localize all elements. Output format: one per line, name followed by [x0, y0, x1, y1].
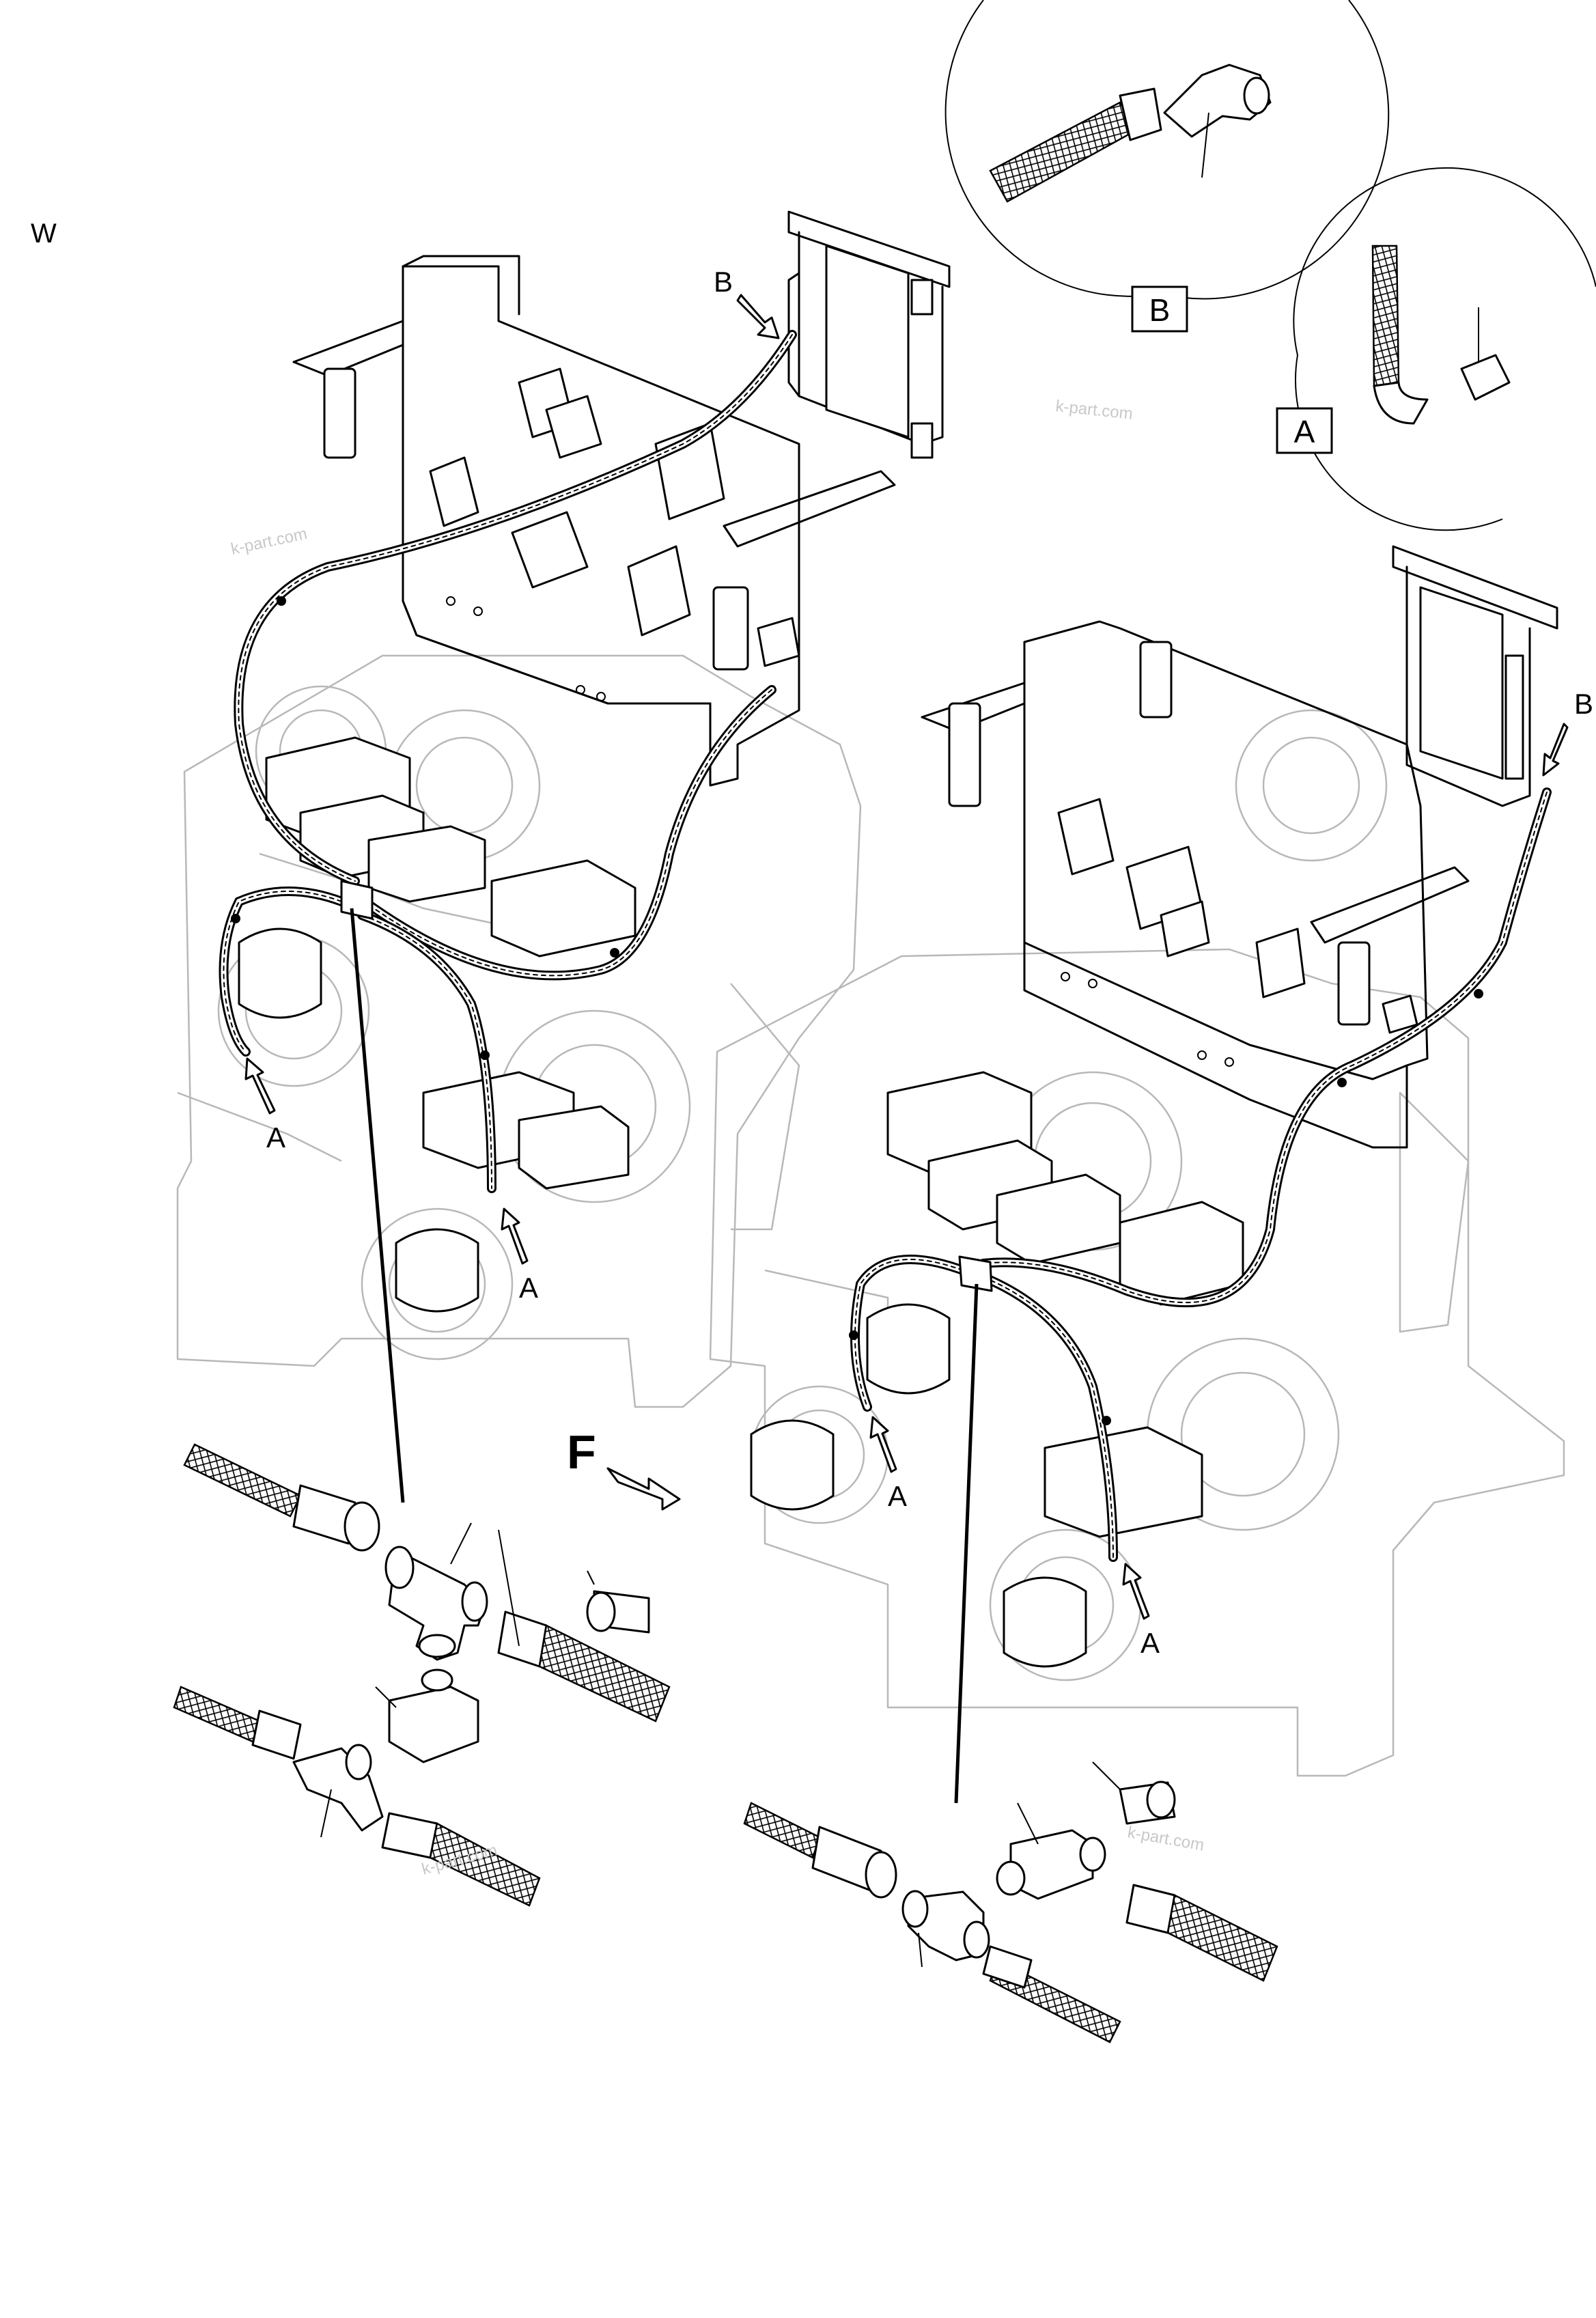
- detail-b-view: B: [944, 0, 1390, 333]
- corner-label: W: [31, 219, 57, 249]
- callout-a-2: A: [519, 1272, 538, 1304]
- callout-arrow-icon: [501, 1207, 529, 1265]
- right-control-panel: [921, 620, 1470, 1149]
- right-valve-blocks: [750, 1071, 1244, 1668]
- watermark-2: k-part.com: [229, 525, 309, 559]
- callout-arrow-icon: [1542, 723, 1569, 777]
- detail-a-label: A: [1294, 414, 1315, 449]
- leader-lines: [350, 908, 979, 1804]
- view-direction-f: F: [567, 1425, 681, 1511]
- watermark-1: k-part.com: [1054, 397, 1134, 423]
- left-valve-blocks: [238, 736, 636, 1313]
- callout-arrow-icon: [1122, 1563, 1150, 1620]
- callout-a-4: A: [1140, 1627, 1160, 1659]
- left-accumulator-module: [787, 210, 951, 459]
- detail-b-box: [1131, 285, 1188, 333]
- detail-b-label: B: [1149, 292, 1171, 328]
- view-arrow-icon: [606, 1467, 681, 1511]
- left-exploded-tee-detail: [173, 1443, 671, 1907]
- watermark-4: k-part.com: [1126, 1823, 1205, 1854]
- detail-a-box: [1276, 407, 1333, 454]
- left-hose-routing: [219, 330, 797, 1193]
- elbow-fitting: [1163, 64, 1272, 138]
- detail-a-view: A: [1276, 167, 1596, 531]
- tee-fitting-2: [388, 1686, 479, 1763]
- right-hose-routing: [849, 787, 1552, 1562]
- straight-connector: [1460, 354, 1511, 401]
- hose-end-fitting: [1119, 87, 1162, 141]
- right-accumulator-module: [1392, 545, 1558, 807]
- callout-a-3: A: [888, 1480, 907, 1512]
- left-control-panel: [292, 255, 896, 787]
- callout-arrow-icon: [869, 1416, 897, 1473]
- callout-b-left: B: [714, 266, 733, 298]
- tee-fitting-4: [1009, 1829, 1094, 1900]
- callouts: B B A A A A: [244, 266, 1593, 1659]
- callout-arrow-icon: [244, 1057, 276, 1115]
- view-label: F: [567, 1425, 596, 1479]
- callout-arrow-icon: [736, 294, 780, 339]
- right-exploded-tee-detail: [743, 1761, 1278, 2043]
- callout-b-right: B: [1574, 688, 1593, 720]
- callout-a-1: A: [266, 1121, 285, 1154]
